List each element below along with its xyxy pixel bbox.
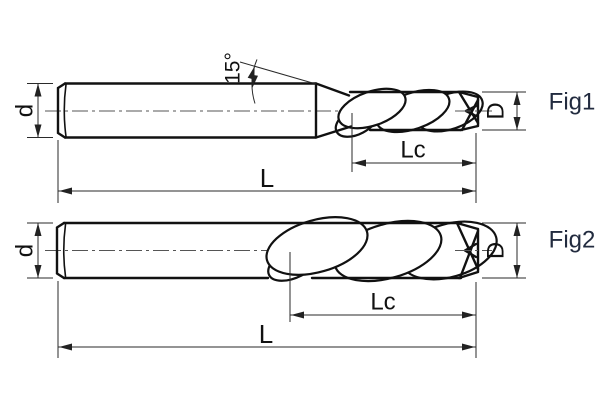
fig1-label: Fig1 [549,89,596,116]
fig1-dim-cutting-diameter: D [482,91,526,131]
fig1-neck-taper [314,82,353,139]
fig1-dim-shank-diameter: d [12,83,53,138]
fig2-shank-body [62,221,463,280]
fig1-dim-overall-length: L [57,133,477,203]
fig2-shank [55,221,463,280]
fig2-dim-flute-length: Lc [289,252,476,322]
fig1-end-mill-drawing: d D Lc L 15° [12,52,596,203]
fig1-angle-reference-line [239,61,317,85]
fig1-shank-body [63,82,318,139]
fig2-dim-overall-length: L [57,281,477,358]
fig2-label: Fig2 [549,227,596,254]
fig2-Lc-label: Lc [370,289,395,316]
fig2-tip-teeth [455,221,480,280]
fig1-shank-left-end [56,82,67,139]
fig2-dim-cutting-diameter: D [482,222,526,279]
fig2-L-label: L [259,319,273,349]
fig1-L-label: L [260,163,274,193]
fig2-d-label: d [12,244,39,257]
fig1-Lc-label: Lc [400,137,425,164]
fig1-flute-envelope [348,90,463,132]
fig1-flutes [334,87,484,138]
fig2-D-label: D [483,242,510,259]
fig2-flute-lobe-1 [265,216,369,276]
fig2-shank-chamfer [62,223,67,278]
fig2-dim-shank-diameter: d [12,222,53,279]
fig1-shank-chamfer [63,83,67,138]
fig1-shank [56,82,353,139]
fig1-dim-flute-length: Lc [351,113,476,172]
fig1-D-label: D [483,102,510,119]
fig1-angle-label: 15° [222,52,245,84]
fig2-end-mill-drawing: d D Lc L Fig2 [12,216,596,358]
fig2-shank-left-end [55,221,66,280]
fig2-flutes [265,216,498,283]
fig1-angle-annotation: 15° [222,52,317,104]
fig1-d-label: d [12,104,39,117]
